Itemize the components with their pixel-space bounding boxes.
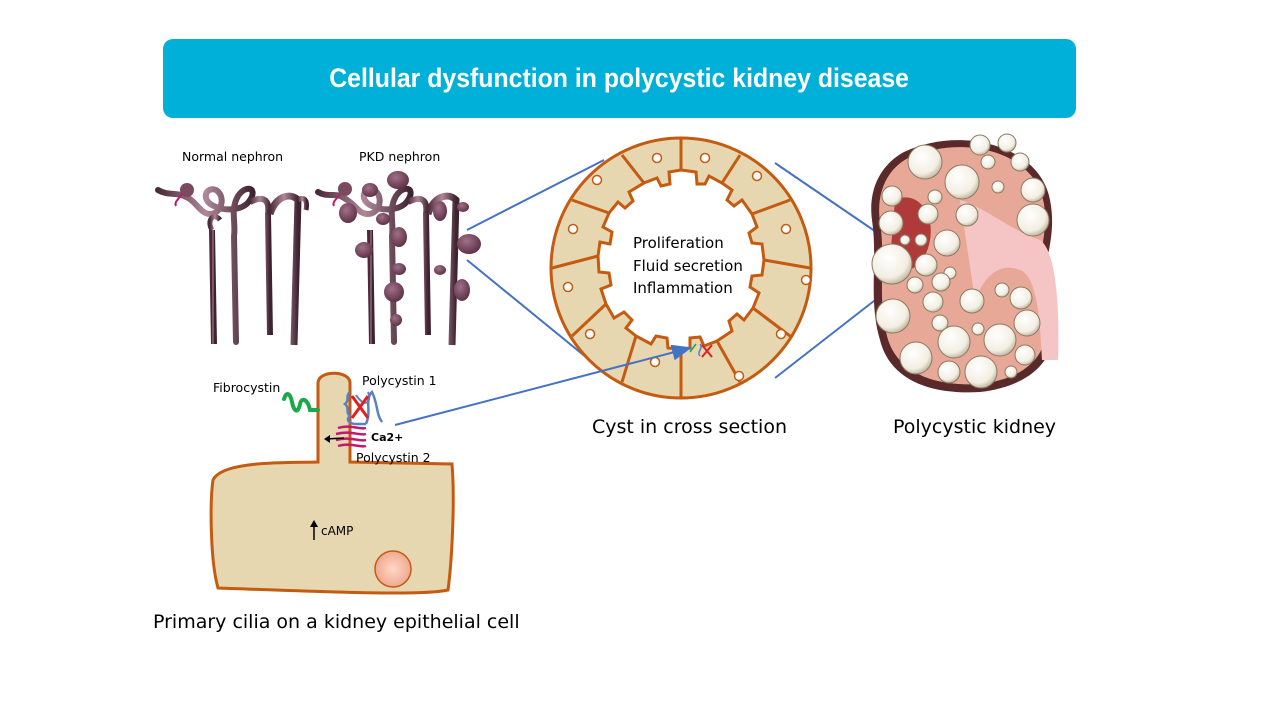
cyst-caption: Cyst in cross section <box>592 416 787 438</box>
mutation-x-icon <box>350 395 370 419</box>
normal-nephron-label: Normal nephron <box>182 149 284 164</box>
polycystin2-label: Polycystin 2 <box>356 450 431 465</box>
title-banner: Cellular dysfunction in polycystic kidne… <box>163 39 1076 118</box>
cyst-processes-list: Proliferation Fluid secretion Inflammati… <box>633 232 743 300</box>
ca2-label: Ca2+ <box>371 431 404 444</box>
zoom-connectors <box>466 159 889 379</box>
polycystic-kidney-illustration <box>871 133 1059 393</box>
process-item: Fluid secretion <box>633 256 743 275</box>
cyst-cilia-mutation <box>689 343 713 358</box>
cyst-cross-section <box>549 136 813 400</box>
fibrocystin-label: Fibrocystin <box>213 380 281 395</box>
process-item: Proliferation <box>633 234 724 252</box>
polycystin1-label: Polycystin 1 <box>362 373 437 388</box>
camp-label: cAMP <box>321 524 354 538</box>
page-title: Cellular dysfunction in polycystic kidne… <box>329 63 910 93</box>
cell-caption: Primary cilia on a kidney epithelial cel… <box>153 611 520 633</box>
kidney-caption: Polycystic kidney <box>893 416 1057 438</box>
fibrocystin-protein <box>282 392 320 413</box>
polycystin1-protein <box>343 389 384 426</box>
pkd-nephron-label: PKD nephron <box>359 149 441 164</box>
normal-nephron-illustration <box>155 183 309 346</box>
polycystin2-protein <box>335 425 367 448</box>
epithelial-cell-illustration <box>209 371 455 595</box>
cilia-to-cyst-arrow <box>394 344 692 426</box>
process-item: Inflammation <box>633 279 733 297</box>
pkd-nephron-illustration <box>315 171 481 346</box>
